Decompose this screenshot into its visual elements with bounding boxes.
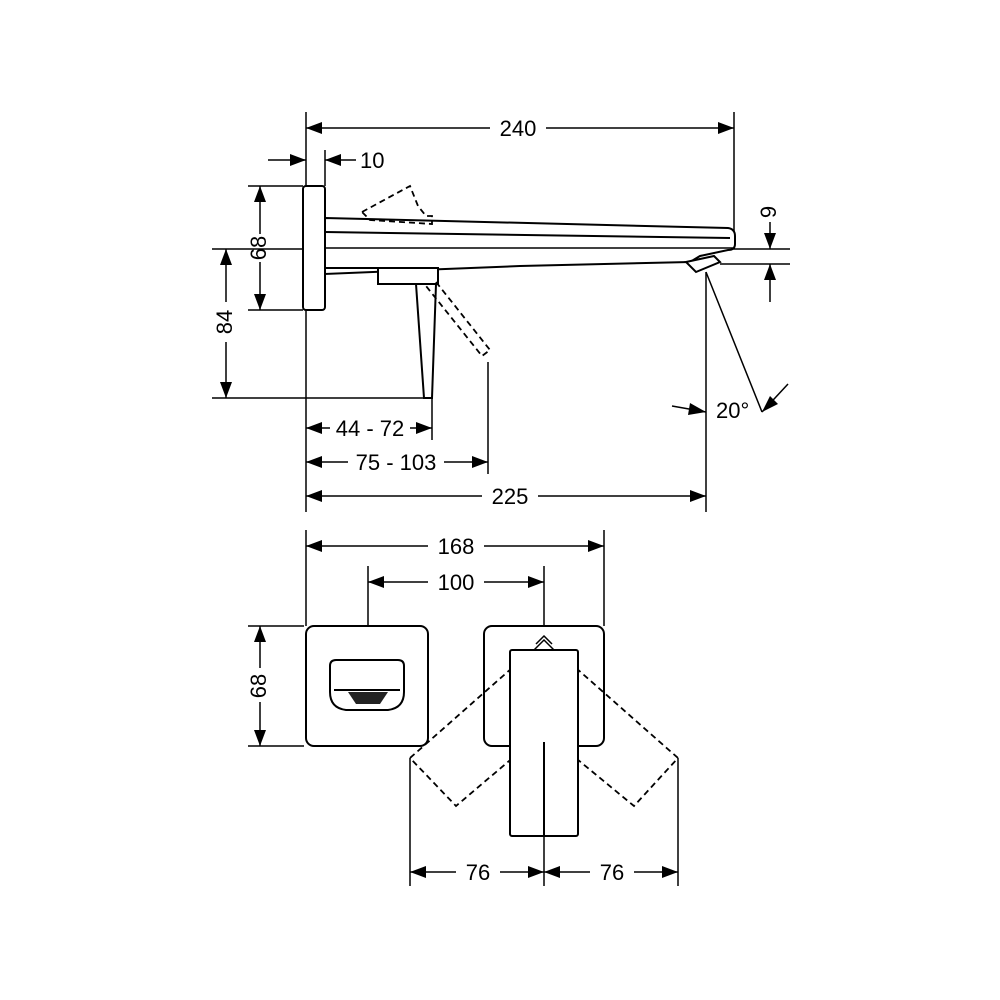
wall-plate — [302, 185, 326, 311]
aerator-front — [348, 692, 388, 704]
lever-back-position — [360, 184, 433, 225]
aerator — [683, 254, 722, 274]
lever — [414, 283, 438, 399]
dim-plate-thickness: 10 — [360, 148, 384, 173]
dim-lever-height: 84 — [212, 310, 237, 334]
front-view: 168 100 68 76 76 — [246, 530, 680, 886]
dim-plate-height-side: 68 — [246, 236, 271, 260]
dim-projection: 225 — [492, 484, 529, 509]
handle-base — [377, 267, 439, 285]
dim-total-width: 168 — [438, 534, 475, 559]
dim-total-length: 240 — [500, 116, 537, 141]
dim-lever-range-ext: 75 - 103 — [356, 450, 437, 475]
lever-open-position — [425, 281, 492, 358]
dim-center-distance: 100 — [438, 570, 475, 595]
dim-swing-left: 76 — [466, 860, 490, 885]
spout-outlet — [329, 659, 405, 711]
dim-plate-height-front: 68 — [246, 674, 271, 698]
spout — [324, 216, 736, 276]
lever-swing-right — [565, 667, 680, 808]
side-view: 240 10 68 84 9 20° 4 — [212, 112, 790, 512]
dim-swing-right: 76 — [600, 860, 624, 885]
dim-spout-outlet: 9 — [756, 206, 781, 218]
dim-lever-range: 44 - 72 — [336, 416, 405, 441]
lever-swing-left — [408, 667, 523, 808]
dim-angle: 20° — [716, 398, 749, 423]
